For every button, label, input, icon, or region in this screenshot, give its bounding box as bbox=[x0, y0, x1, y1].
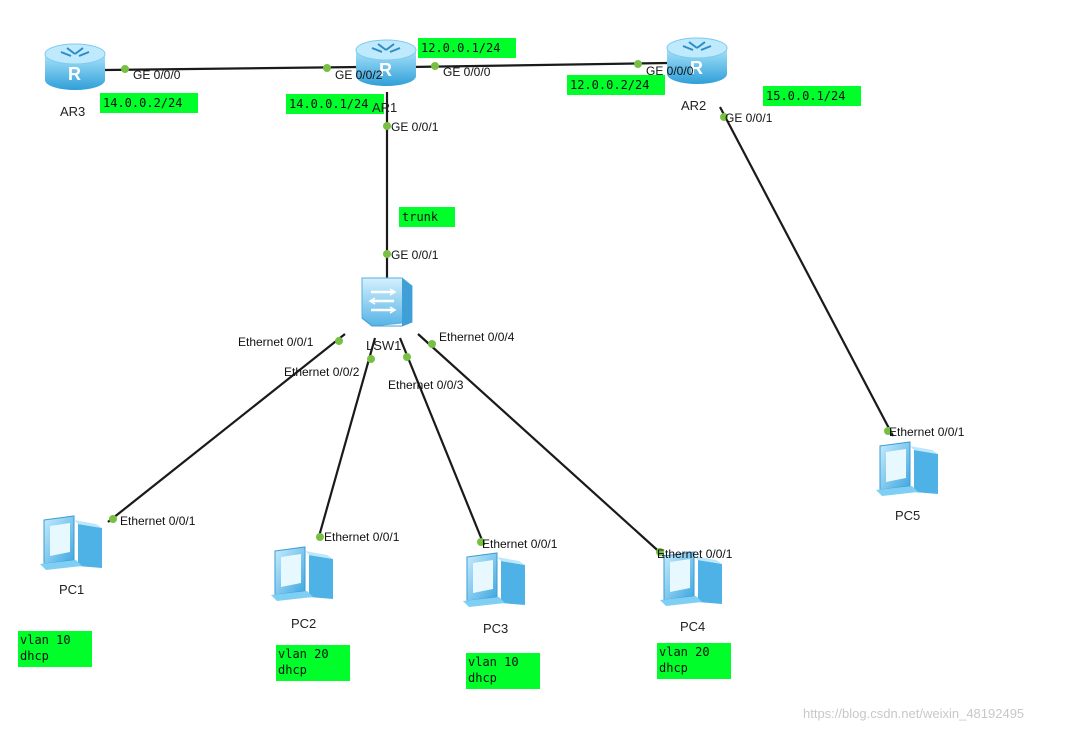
port-label-pc4: Ethernet 0/0/1 bbox=[657, 547, 733, 561]
note-pc2-line1: vlan 20 bbox=[278, 647, 329, 661]
note-pc1[interactable] bbox=[18, 631, 92, 667]
switch-icon[interactable] bbox=[361, 277, 413, 327]
port-label-ar2-ge001: GE 0/0/1 bbox=[725, 111, 773, 125]
router-icon[interactable]: R bbox=[355, 39, 417, 86]
port-dot-ar2-ge000 bbox=[634, 60, 642, 68]
port-label-lsw1-eth4: Ethernet 0/0/4 bbox=[439, 330, 515, 344]
note-pc3-line1: vlan 10 bbox=[468, 655, 519, 669]
port-dot-lsw1-eth3 bbox=[403, 353, 411, 361]
note-ar1-ip14-text: 14.0.0.1/24 bbox=[289, 97, 368, 111]
note-ar3-ip-text: 14.0.0.2/24 bbox=[103, 96, 182, 110]
port-dot-pc1 bbox=[109, 515, 117, 523]
link-ar3-ar1[interactable] bbox=[104, 65, 361, 72]
port-label-pc5: Ethernet 0/0/1 bbox=[889, 425, 965, 439]
note-pc4-line2: dhcp bbox=[659, 661, 688, 675]
port-label-pc1: Ethernet 0/0/1 bbox=[120, 514, 196, 528]
link-lsw1-pc1[interactable] bbox=[107, 333, 346, 523]
link-lsw1-pc4[interactable] bbox=[417, 333, 666, 558]
links bbox=[104, 61, 894, 558]
port-label-ar3-ge000: GE 0/0/0 bbox=[133, 68, 181, 82]
note-pc4-line1: vlan 20 bbox=[659, 645, 710, 659]
note-boxes bbox=[18, 38, 861, 689]
port-dot-pc5 bbox=[884, 427, 892, 435]
device-name-ar2: AR2 bbox=[681, 98, 706, 113]
note-ar2-ip15[interactable] bbox=[763, 86, 861, 106]
port-dot-ar1-ge001 bbox=[383, 122, 391, 130]
device-name-pc5: PC5 bbox=[895, 508, 920, 523]
svg-text:R: R bbox=[379, 60, 392, 80]
port-label-lsw1-eth1: Ethernet 0/0/1 bbox=[238, 335, 314, 349]
link-lsw1-pc3[interactable] bbox=[398, 337, 486, 546]
device-name-ar1: AR1 bbox=[372, 100, 397, 115]
port-dot-pc4 bbox=[656, 548, 664, 556]
port-dot-pc3 bbox=[477, 538, 485, 546]
note-pc3[interactable] bbox=[466, 653, 540, 689]
port-label-pc2: Ethernet 0/0/1 bbox=[324, 530, 400, 544]
device-name-lsw1: LSW1 bbox=[366, 338, 401, 353]
note-ar2-ip12[interactable] bbox=[567, 75, 665, 95]
svg-text:R: R bbox=[68, 64, 81, 84]
router-icon[interactable]: R bbox=[44, 43, 106, 90]
port-label-ar2-ge000: GE 0/0/0 bbox=[646, 64, 694, 78]
link-ar2-pc5[interactable] bbox=[719, 106, 894, 437]
port-dot-pc2 bbox=[316, 533, 324, 541]
note-pc4[interactable] bbox=[657, 643, 731, 679]
port-dots bbox=[109, 60, 892, 556]
port-label-pc3: Ethernet 0/0/1 bbox=[482, 537, 558, 551]
device-name-pc1: PC1 bbox=[59, 582, 84, 597]
link-ar1-ar2[interactable] bbox=[409, 61, 669, 69]
note-pc2-line2: dhcp bbox=[278, 663, 307, 677]
port-label-lsw1-eth2: Ethernet 0/0/2 bbox=[284, 365, 360, 379]
pc-icon[interactable] bbox=[463, 552, 525, 607]
port-dot-lsw1-eth1 bbox=[335, 337, 343, 345]
device-name-pc2: PC2 bbox=[291, 616, 316, 631]
pc-icon[interactable] bbox=[876, 441, 938, 496]
port-dot-ar1-ge000 bbox=[431, 62, 439, 70]
port-label-lsw1-eth3: Ethernet 0/0/3 bbox=[388, 378, 464, 392]
port-dot-ar2-ge001 bbox=[720, 113, 728, 121]
note-ar1-ip14[interactable] bbox=[286, 94, 384, 114]
port-dot-lsw1-eth2 bbox=[367, 355, 375, 363]
port-label-lsw1-ge001: GE 0/0/1 bbox=[391, 248, 439, 262]
port-dot-ar1-ge002 bbox=[323, 64, 331, 72]
device-name-pc4: PC4 bbox=[680, 619, 705, 634]
device-name-ar3: AR3 bbox=[60, 104, 85, 119]
port-dot-lsw1-eth4 bbox=[428, 340, 436, 348]
pc-icon[interactable] bbox=[40, 515, 102, 570]
port-dot-ar3-ge000 bbox=[121, 65, 129, 73]
watermark: https://blog.csdn.net/weixin_48192495 bbox=[803, 706, 1024, 721]
router-icon[interactable]: R bbox=[666, 37, 728, 84]
port-label-ar1-ge000: GE 0/0/0 bbox=[443, 65, 491, 79]
pc-icon[interactable] bbox=[660, 551, 722, 606]
link-lsw1-pc2[interactable] bbox=[316, 337, 377, 541]
port-label-ar1-ge002: GE 0/0/2 bbox=[335, 68, 383, 82]
note-ar1-ip12[interactable] bbox=[418, 38, 516, 58]
note-trunk-text: trunk bbox=[402, 210, 439, 224]
pc-icon[interactable] bbox=[271, 546, 333, 601]
note-pc2[interactable] bbox=[276, 645, 350, 681]
note-ar2-ip15-text: 15.0.0.1/24 bbox=[766, 89, 845, 103]
port-label-ar1-ge001: GE 0/0/1 bbox=[391, 120, 439, 134]
svg-text:R: R bbox=[690, 58, 703, 78]
note-pc1-line2: dhcp bbox=[20, 649, 49, 663]
note-pc3-line2: dhcp bbox=[468, 671, 497, 685]
note-pc1-line1: vlan 10 bbox=[20, 633, 71, 647]
note-ar2-ip12-text: 12.0.0.2/24 bbox=[570, 78, 649, 92]
port-dot-lsw1-ge001 bbox=[383, 250, 391, 258]
note-ar1-ip12-text: 12.0.0.1/24 bbox=[421, 41, 500, 55]
note-ar3-ip[interactable] bbox=[100, 93, 198, 113]
note-trunk[interactable] bbox=[399, 207, 455, 227]
device-name-pc3: PC3 bbox=[483, 621, 508, 636]
